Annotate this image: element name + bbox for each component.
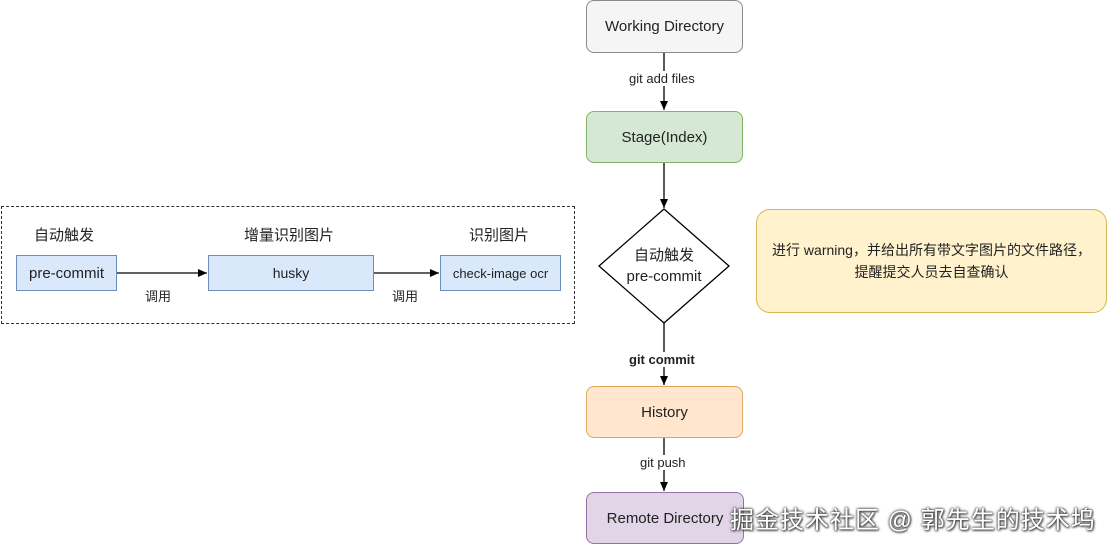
hook-precommit-node: pre-commit <box>16 255 117 291</box>
pre-commit-diamond <box>598 208 730 324</box>
working-directory-node: Working Directory <box>586 0 743 53</box>
diamond-pre-commit: pre-commit <box>626 268 702 285</box>
git-push-label: git push <box>638 455 688 470</box>
warning-note-text: 进行 warning，并给出所有带文字图片的文件路径，提醒提交人员去自查确认 <box>772 242 1091 280</box>
hook-header-auto-trigger: 自动触发 <box>34 227 95 244</box>
watermark: 掘金技术社区 @ 郭先生的技术坞 <box>730 507 1096 534</box>
remote-directory-label: Remote Directory <box>606 509 724 527</box>
history-label: History <box>641 403 688 421</box>
hook-header-incremental: 增量识别图片 <box>244 227 335 244</box>
call-label-1: 调用 <box>143 286 174 305</box>
git-add-label: git add files <box>627 71 697 86</box>
diamond-auto-trigger: 自动触发 <box>633 247 694 264</box>
hook-check-image-node: check-image ocr <box>440 255 561 291</box>
history-node: History <box>586 386 743 438</box>
hook-husky-label: husky <box>272 265 310 281</box>
hook-husky-node: husky <box>208 255 374 291</box>
hook-precommit-label: pre-commit <box>28 264 104 282</box>
git-commit-label: git commit <box>627 352 697 367</box>
warning-note: 进行 warning，并给出所有带文字图片的文件路径，提醒提交人员去自查确认 <box>756 209 1107 313</box>
hook-header-recognize: 识别图片 <box>469 227 530 244</box>
stage-node: Stage(Index) <box>586 111 743 163</box>
call-label-2: 调用 <box>390 286 421 305</box>
stage-label: Stage(Index) <box>621 128 708 146</box>
hook-group-container <box>1 206 575 324</box>
remote-directory-node: Remote Directory <box>586 492 744 544</box>
working-directory-label: Working Directory <box>605 18 724 35</box>
hook-check-image-label: check-image ocr <box>452 265 549 281</box>
diamond-text: 自动触发 pre-commit <box>614 245 714 287</box>
